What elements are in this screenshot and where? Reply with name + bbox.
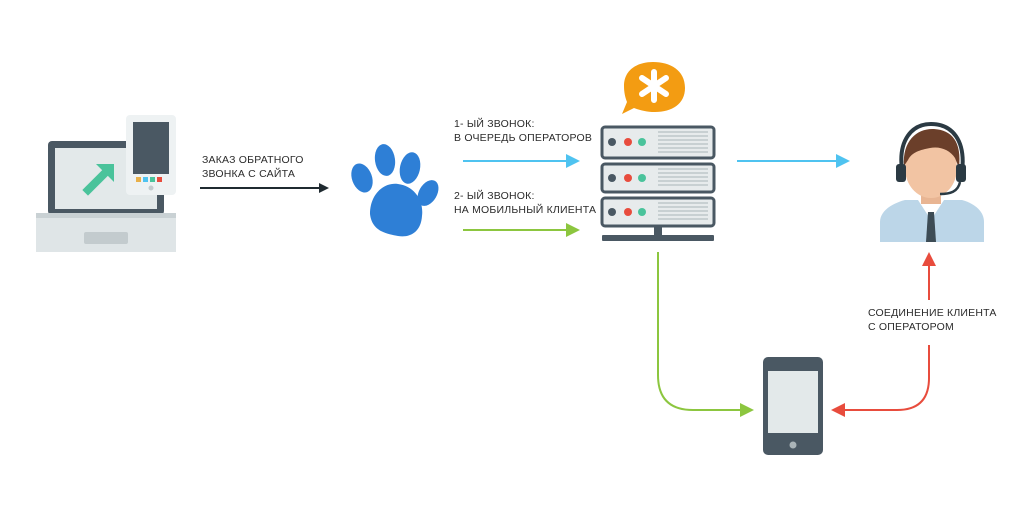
laptop-and-tablet-icon [36,115,176,252]
call1-label: 1- ЫЙ ЗВОНОК: В ОЧЕРЕДЬ ОПЕРАТОРОВ [454,117,592,145]
connect-label: СОЕДИНЕНИЕ КЛИЕНТА С ОПЕРАТОРОМ [868,306,997,334]
connect-label-line1: СОЕДИНЕНИЕ КЛИЕНТА [868,307,997,319]
call1-label-line1: 1- ЫЙ ЗВОНОК: [454,118,535,130]
arrow-pbx-to-client-phone [657,252,754,417]
paw-icon [351,144,439,237]
order-label-line2: ЗВОНКА С САЙТА [202,168,296,180]
call2-label: 2- ЫЙ ЗВОНОК: НА МОБИЛЬНЫЙ КЛИЕНТА [454,189,596,217]
asterisk-server-icon [600,62,716,241]
call2-label-line2: НА МОБИЛЬНЫЙ КЛИЕНТА [454,204,597,216]
operator-headset-icon [880,121,984,242]
smartphone-icon [763,357,823,455]
connect-label-line2: С ОПЕРАТОРОМ [868,321,954,333]
order-label-line1: ЗАКАЗ ОБРАТНОГО [202,154,304,166]
order-label: ЗАКАЗ ОБРАТНОГО ЗВОНКА С САЙТА [202,153,304,181]
call2-label-line1: 2- ЫЙ ЗВОНОК: [454,190,535,202]
asterisk-logo-icon [622,62,685,114]
call1-label-line2: В ОЧЕРЕДЬ ОПЕРАТОРОВ [454,132,593,144]
arrow-client-phone-to-operator [831,345,930,417]
